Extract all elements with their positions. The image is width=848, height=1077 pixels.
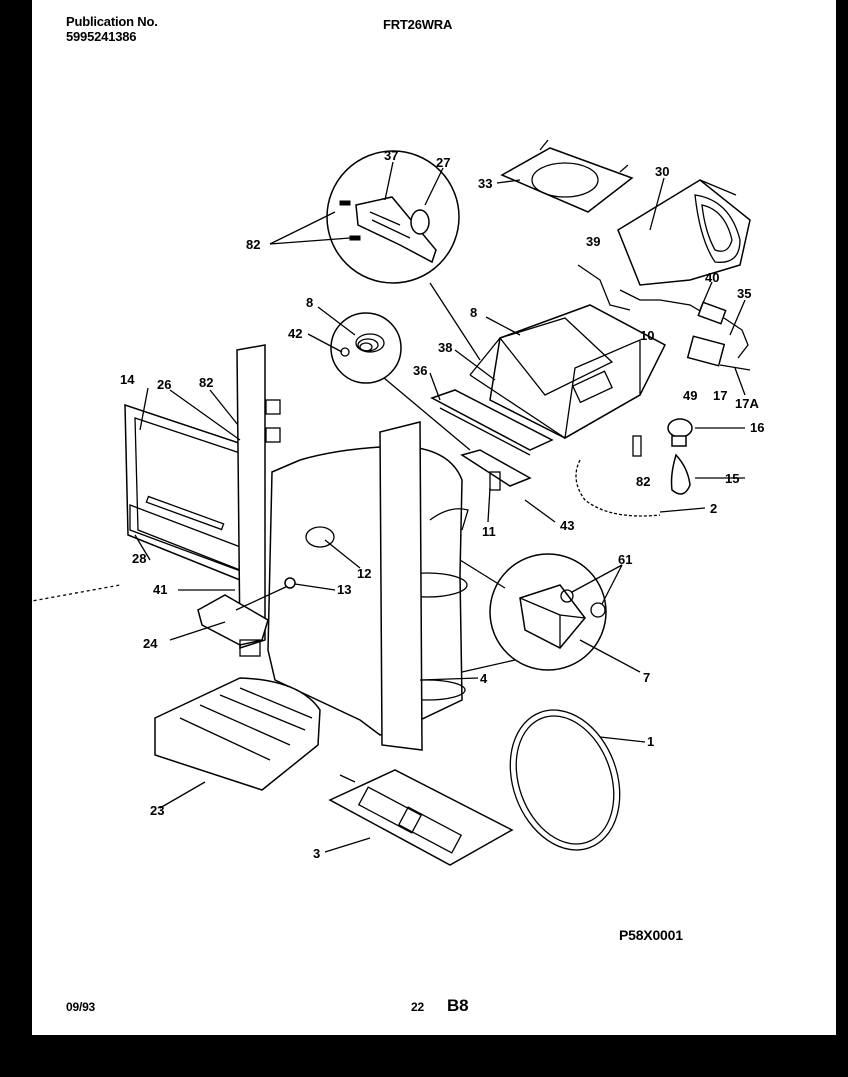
- callout-8-housing: 8: [470, 305, 477, 320]
- figure-code: P58X0001: [619, 927, 683, 943]
- callout-33: 33: [478, 176, 492, 191]
- section-code: B8: [447, 996, 469, 1015]
- callout-41: 41: [153, 582, 167, 597]
- callout-17A: 17A: [735, 396, 759, 411]
- callout-27: 27: [436, 155, 450, 170]
- callout-40: 40: [705, 270, 719, 285]
- part-30-duct: [617, 179, 751, 286]
- part-36-bracket: [430, 389, 554, 491]
- callout-4: 4: [480, 671, 488, 686]
- part-3-heater: [328, 769, 514, 866]
- callout-12: 12: [357, 566, 371, 581]
- callout-1: 1: [647, 734, 654, 749]
- leader-lines: [134, 161, 746, 853]
- callout-24: 24: [143, 636, 158, 651]
- callout-30: 30: [655, 164, 669, 179]
- callout-2: 2: [710, 501, 717, 516]
- part-left-strip: [236, 344, 281, 650]
- callout-15: 15: [725, 471, 739, 486]
- callout-14: 14: [120, 372, 135, 387]
- part-1-ring: [509, 709, 621, 851]
- revision-date: 09/93: [66, 1000, 96, 1014]
- callout-8-spring: 8: [306, 295, 313, 310]
- callout-35: 35: [737, 286, 751, 301]
- callout-23: 23: [150, 803, 164, 818]
- part-8-housing: [469, 304, 666, 440]
- detail-circle-37-27: [326, 150, 481, 361]
- callout-13: 13: [337, 582, 351, 597]
- callout-7: 7: [643, 670, 650, 685]
- model-number: FRT26WRA: [383, 17, 453, 32]
- scan-border: [836, 0, 848, 1077]
- callout-82-low: 82: [636, 474, 650, 489]
- scan-marks: [0, 54, 121, 864]
- callout-43: 43: [560, 518, 574, 533]
- callout-82-top: 82: [246, 237, 260, 252]
- callout-36: 36: [413, 363, 427, 378]
- part-24-paddle: [197, 577, 296, 657]
- callout-10: 10: [640, 328, 654, 343]
- callout-38: 38: [438, 340, 452, 355]
- detail-circle-7-61: [459, 553, 607, 673]
- part-16-15-2: [575, 418, 693, 517]
- callout-82-mid: 82: [199, 375, 213, 390]
- callout-26: 26: [157, 377, 171, 392]
- callout-37: 37: [384, 148, 398, 163]
- part-4-container: [267, 421, 469, 751]
- part-23-drip-tray: [154, 677, 321, 791]
- callout-42: 42: [288, 326, 302, 341]
- callout-labels: 37 27 33 30 82 39 40 35 8 10 8 42 38 49 …: [120, 148, 764, 861]
- callout-39: 39: [586, 234, 600, 249]
- callout-16: 16: [750, 420, 764, 435]
- publication-number: 5995241386: [66, 29, 137, 44]
- page-number: 22: [411, 1000, 424, 1014]
- callout-28: 28: [132, 551, 146, 566]
- callout-11: 11: [482, 524, 496, 539]
- callout-49: 49: [683, 388, 697, 403]
- publication-label: Publication No.: [66, 14, 158, 29]
- part-33-cover-plate: [500, 139, 634, 213]
- callout-17: 17: [713, 388, 727, 403]
- callout-61: 61: [618, 552, 632, 567]
- callout-3: 3: [313, 846, 320, 861]
